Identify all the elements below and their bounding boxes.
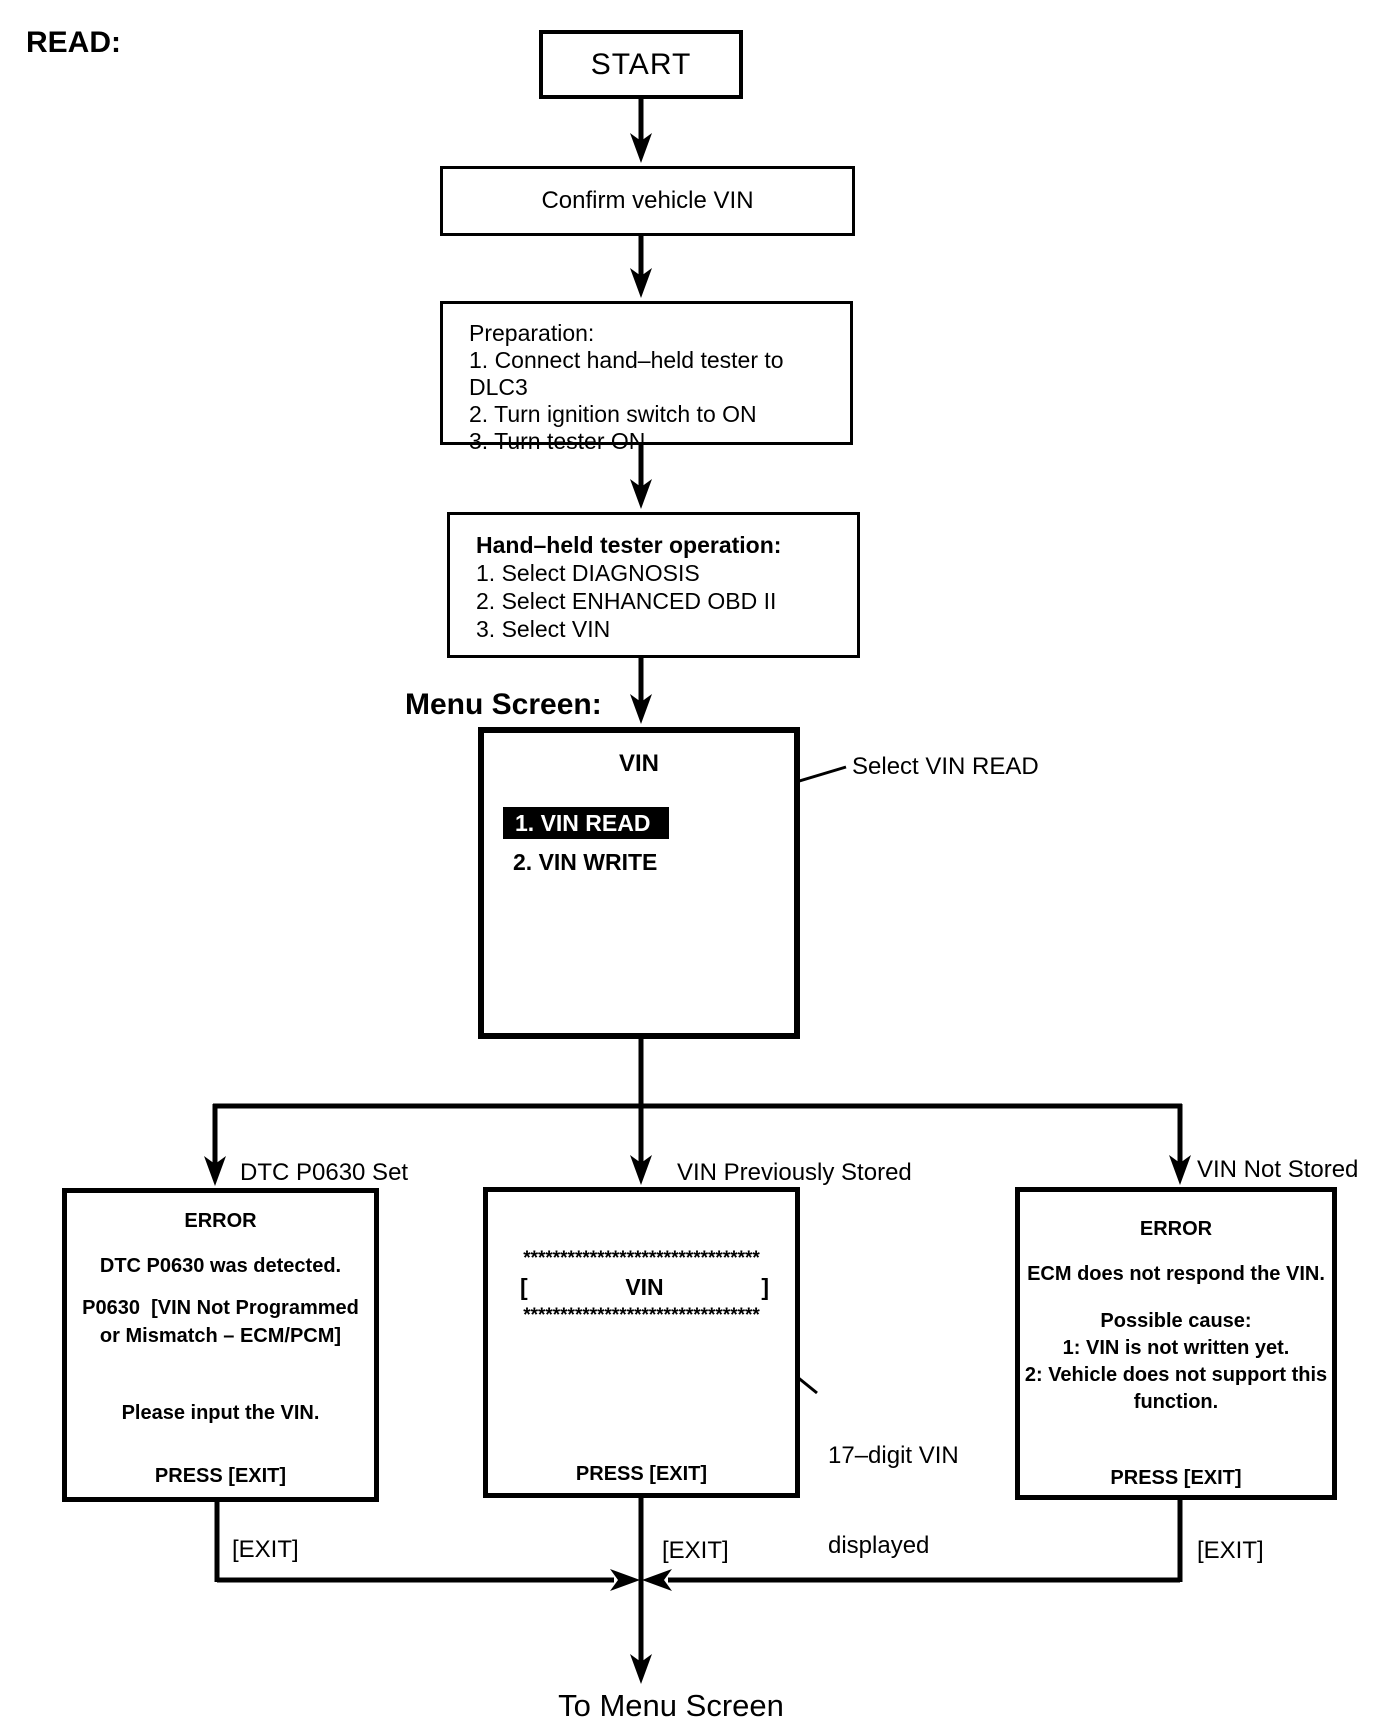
- dtc-error-line-2: P0630 [VIN Not Programmed: [82, 1297, 359, 1319]
- start-node: START: [539, 30, 743, 99]
- arrow-down-branch-middle: [630, 1155, 652, 1185]
- vin-bracket-open: [: [520, 1274, 528, 1300]
- arrow-merge-right: [610, 1569, 640, 1591]
- ecm-error-cause-1: 1: VIN is not written yet.: [1062, 1337, 1290, 1359]
- tester-operation-node: Hand–held tester operation: 1. Select DI…: [447, 512, 860, 658]
- exit-edge-label-right: [EXIT]: [1197, 1537, 1264, 1564]
- read-heading: READ:: [26, 26, 121, 59]
- ecm-error-line-1: ECM does not respond the VIN.: [1027, 1263, 1325, 1285]
- vin-stored-press-exit: PRESS [EXIT]: [575, 1463, 708, 1485]
- seventeen-digit-vin-line-2: displayed: [828, 1532, 930, 1559]
- confirm-vin-label: Confirm vehicle VIN: [541, 187, 754, 214]
- arrow-merge-left: [642, 1569, 672, 1591]
- ecm-error-title: ERROR: [1139, 1218, 1213, 1240]
- start-label: START: [590, 47, 692, 81]
- vin-stored-stars-bottom: ********************************: [523, 1305, 760, 1326]
- dtc-error-node: ERROR DTC P0630 was detected. P0630 [VIN…: [62, 1188, 379, 1502]
- menu-item-vin-read-selected: 1. VIN READ: [503, 807, 669, 839]
- vin-stored-node: ******************************** [ VIN ]…: [483, 1187, 800, 1498]
- confirm-vin-node: Confirm vehicle VIN: [440, 166, 855, 236]
- arrow-down-menu: [630, 694, 652, 724]
- select-vin-read-callout: Select VIN READ: [852, 753, 1039, 780]
- branch-label-vin-previously-stored: VIN Previously Stored: [677, 1159, 912, 1186]
- arrow-down-branch-left: [204, 1156, 226, 1186]
- tester-operation-title: Hand–held tester operation:: [476, 532, 782, 558]
- vin-menu-node: VIN 1. VIN READ 2. VIN WRITE: [478, 727, 800, 1039]
- arrow-down-to-menu-screen: [630, 1654, 652, 1684]
- preparation-node: Preparation: 1. Connect hand–held tester…: [440, 301, 853, 454]
- arrow-down-preparation: [630, 268, 652, 298]
- exit-edge-label-middle: [EXIT]: [662, 1537, 729, 1564]
- ecm-error-cause-2b: function.: [1133, 1391, 1219, 1413]
- preparation-step-1: 1. Connect hand–held tester to DLC3: [469, 347, 790, 400]
- ecm-error-cause-2a: 2: Vehicle does not support this: [1024, 1364, 1328, 1386]
- vin-stored-display-row: [ VIN ]: [488, 1274, 795, 1301]
- seventeen-digit-vin-callout: 17–digit VIN displayed: [828, 1381, 959, 1621]
- tester-operation-step-1: 1. Select DIAGNOSIS: [476, 560, 700, 586]
- dtc-error-line-1: DTC P0630 was detected.: [99, 1255, 342, 1277]
- vin-display-label: VIN: [625, 1274, 664, 1300]
- ecm-error-node: ERROR ECM does not respond the VIN. Poss…: [1015, 1187, 1337, 1500]
- exit-edge-label-left: [EXIT]: [232, 1536, 299, 1563]
- preparation-step-2: 2. Turn ignition switch to ON: [469, 401, 757, 427]
- arrow-down-tester: [630, 479, 652, 509]
- vin-bracket-close: ]: [761, 1274, 769, 1300]
- preparation-title: Preparation:: [469, 320, 595, 346]
- preparation-step-3: 3. Turn tester ON: [469, 428, 646, 454]
- branch-label-vin-not-stored: VIN Not Stored: [1197, 1156, 1359, 1183]
- dtc-error-press-exit: PRESS [EXIT]: [154, 1465, 287, 1487]
- tester-operation-step-2: 2. Select ENHANCED OBD II: [476, 588, 777, 614]
- vin-menu-title: VIN: [618, 750, 659, 777]
- tester-operation-step-3: 3. Select VIN: [476, 616, 611, 642]
- menu-item-vin-write: 2. VIN WRITE: [513, 849, 658, 875]
- dtc-error-line-3: or Mismatch – ECM/PCM]: [99, 1325, 342, 1347]
- vin-stored-stars-top: ********************************: [523, 1248, 760, 1269]
- arrow-down-branch-right: [1169, 1155, 1191, 1185]
- to-menu-screen-label: To Menu Screen: [558, 1688, 784, 1723]
- seventeen-digit-vin-line-1: 17–digit VIN: [828, 1442, 959, 1469]
- ecm-error-press-exit: PRESS [EXIT]: [1110, 1467, 1242, 1489]
- arrow-down-confirm: [630, 133, 652, 163]
- dtc-error-title: ERROR: [184, 1210, 257, 1232]
- ecm-error-cause-title: Possible cause:: [1100, 1310, 1252, 1332]
- dtc-error-line-4: Please input the VIN.: [121, 1402, 320, 1424]
- menu-screen-heading: Menu Screen:: [405, 688, 602, 721]
- branch-label-dtc-p0630-set: DTC P0630 Set: [240, 1159, 409, 1186]
